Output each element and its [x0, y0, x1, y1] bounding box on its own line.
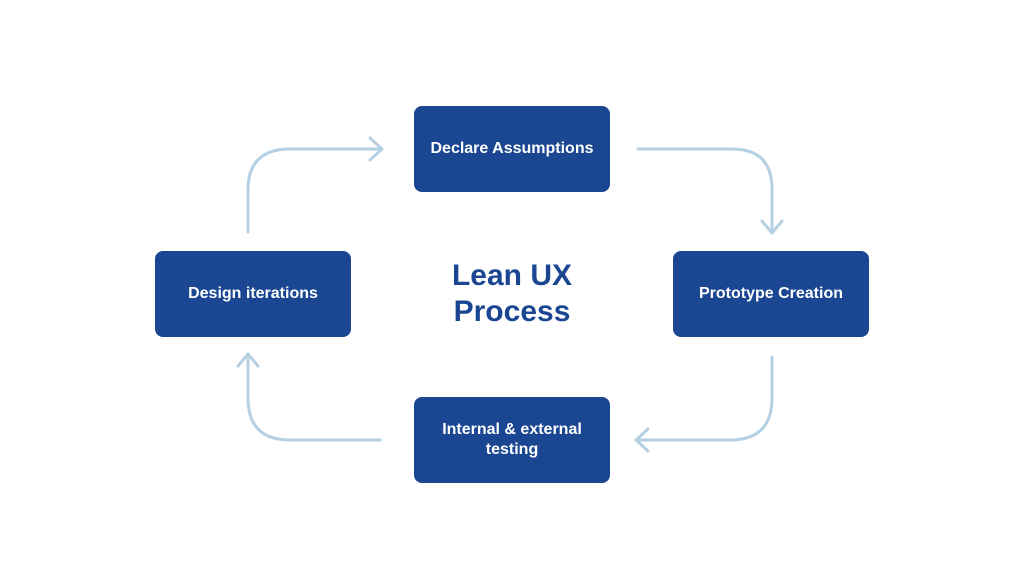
arrow-declare-to-prototype: [636, 147, 784, 235]
step-prototype-creation: Prototype Creation: [673, 251, 869, 337]
step-declare-assumptions: Declare Assumptions: [414, 106, 610, 192]
arrow-iterations-to-declare: [246, 136, 384, 234]
step-label: Declare Assumptions: [430, 140, 594, 157]
step-label: Design iterations: [188, 285, 318, 302]
arrow-prototype-to-testing: [634, 355, 774, 453]
diagram-title: Lean UX Process: [451, 259, 573, 328]
step-label: Internal & external testing: [442, 421, 582, 458]
arrow-testing-to-iterations: [236, 352, 382, 442]
step-label: Prototype Creation: [698, 285, 843, 302]
step-design-iterations: Design iterations: [155, 251, 351, 337]
step-testing: Internal & external testing: [414, 397, 610, 483]
